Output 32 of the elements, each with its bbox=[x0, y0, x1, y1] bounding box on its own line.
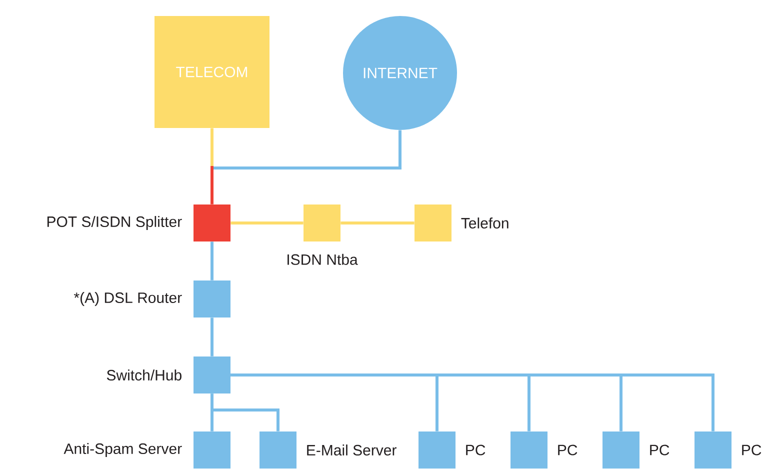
node-label: PC bbox=[650, 444, 670, 456]
server-box bbox=[194, 432, 230, 468]
connector-line bbox=[210, 242, 214, 280]
pc-box bbox=[510, 432, 548, 468]
connector-line bbox=[210, 318, 214, 356]
connector-line bbox=[230, 222, 304, 224]
connector-line bbox=[210, 166, 214, 204]
pc-box bbox=[694, 432, 732, 468]
connector-line bbox=[230, 374, 714, 432]
ntba-box bbox=[304, 204, 340, 242]
node-label: Switch/Hub bbox=[106, 370, 182, 380]
node-label: *(A) DSL Router bbox=[74, 292, 182, 306]
switch-box bbox=[194, 356, 230, 394]
splitter-box bbox=[194, 204, 230, 242]
connector-line bbox=[212, 130, 402, 170]
node-label: PC bbox=[558, 444, 578, 456]
node-label: PC bbox=[466, 444, 486, 456]
node-label: E-Mail Server bbox=[307, 444, 396, 456]
connector-line bbox=[210, 128, 214, 168]
pc-box bbox=[602, 432, 640, 468]
node-label: PC bbox=[742, 444, 762, 456]
telecom-box: TELECOM bbox=[154, 16, 270, 128]
router-box bbox=[194, 280, 230, 318]
connector-line bbox=[340, 222, 414, 224]
node-label: ISDN Ntba bbox=[288, 254, 358, 265]
connector-line bbox=[210, 394, 280, 432]
node-label: Telefon bbox=[461, 218, 508, 228]
server-box bbox=[260, 432, 296, 468]
pc-box bbox=[418, 432, 456, 468]
node-label: Anti-Spam Server bbox=[64, 443, 182, 457]
node-label: POT S/ISDN Splitter bbox=[47, 216, 182, 230]
telephone-box bbox=[414, 204, 452, 242]
